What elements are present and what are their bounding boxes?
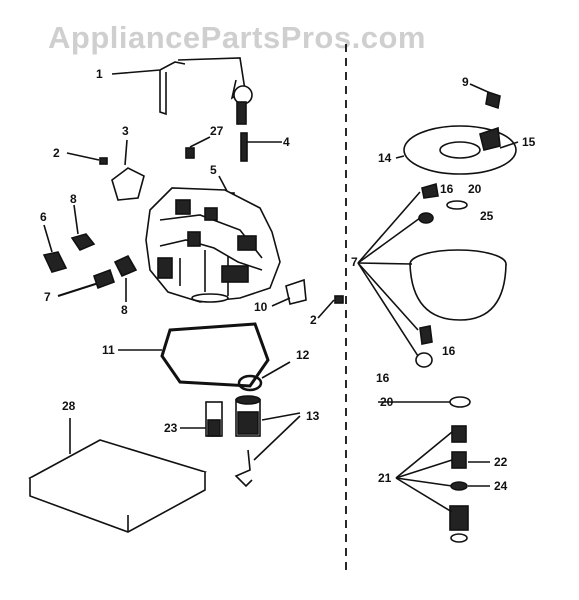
callout-16-top: 16: [440, 182, 454, 196]
part-3-plate: [111, 167, 145, 201]
part-4-spring: [240, 132, 282, 162]
callout-16-mid: 16: [442, 344, 456, 358]
callout-14: 14: [378, 151, 392, 165]
callout-16-low: 16: [376, 371, 390, 385]
callout-20-low: 20: [380, 395, 394, 409]
part-9-screw: [469, 83, 501, 110]
part-15-screw: [479, 126, 519, 151]
callout-11: 11: [102, 343, 115, 357]
callout-28: 28: [62, 399, 76, 413]
part-23-seat: [180, 401, 223, 437]
callout-10: 10: [254, 300, 268, 314]
callout-4: 4: [283, 135, 290, 149]
part-2-screw-right: [334, 295, 344, 304]
part-20-washer-top: [446, 200, 468, 210]
part-16-pin-top: [421, 182, 439, 199]
callout-27: 27: [210, 124, 224, 138]
callout-8-bottom: 8: [121, 303, 128, 317]
part-28-filter-box: [28, 418, 208, 533]
part-13-valve: [234, 395, 301, 488]
callout-5: 5: [210, 163, 217, 177]
callout-20-top: 20: [468, 182, 482, 196]
callout-24: 24: [494, 479, 508, 493]
part-10-clip: [285, 278, 307, 305]
part-25-ring: [418, 212, 434, 224]
part-21-jet-assembly: [395, 425, 490, 543]
part-8-jet-top: [70, 204, 96, 251]
leader-lines-7: [357, 191, 421, 357]
part-27-plug: [185, 147, 195, 159]
part-1-throttle-lever: [111, 57, 253, 125]
callout-1: 1: [96, 67, 103, 81]
callout-3: 3: [122, 124, 129, 138]
callout-6: 6: [40, 210, 47, 224]
part-8-spring: [113, 254, 138, 302]
part-11-gasket: [118, 322, 270, 388]
part-2-screw-top: [99, 157, 108, 165]
callout-25: 25: [480, 209, 494, 223]
part-float-bowl: [409, 249, 507, 321]
part-16-pin-mid: [419, 325, 433, 345]
callout-13: 13: [306, 409, 320, 423]
part-7-screw: [57, 268, 116, 297]
callout-21: 21: [378, 471, 392, 485]
callout-9: 9: [462, 75, 469, 89]
callout-7-left: 7: [44, 290, 51, 304]
callout-12: 12: [296, 348, 310, 362]
callout-7-right: 7: [351, 255, 358, 269]
watermark-logo: AppliancePartsPros.com: [48, 20, 426, 55]
part-6-needle: [42, 224, 68, 273]
part-main-body: [145, 187, 281, 303]
part-20-washer-low: [449, 396, 471, 408]
callout-22: 22: [494, 455, 508, 469]
callout-15: 15: [522, 135, 536, 149]
callout-8-top: 8: [70, 192, 77, 206]
callout-23: 23: [164, 421, 178, 435]
part-12-oring: [237, 374, 263, 392]
callout-2-top: 2: [53, 146, 60, 160]
callout-2-right: 2: [310, 313, 317, 327]
part-16-spring-low: [415, 352, 433, 368]
